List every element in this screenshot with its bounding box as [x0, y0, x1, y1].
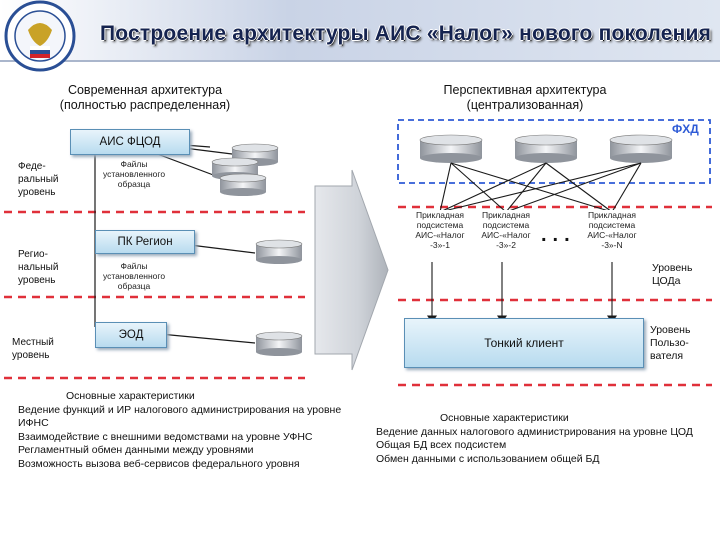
files-label-federal-line1: Файлы [120, 159, 148, 169]
level-federal-line3: уровень [18, 187, 56, 198]
box-eod: ЭОД [95, 322, 167, 348]
right-char-item-2: Общая БД всех подсистем [376, 439, 507, 451]
subsystem-1-line2: подсистема [416, 220, 464, 230]
page-title: Построение архитектуры АИС «Налог» новог… [100, 22, 712, 45]
db-cylinder-central-1 [419, 134, 483, 163]
db-cylinder-federal-3 [219, 173, 267, 196]
files-label-federal-line2: установленного [102, 169, 166, 179]
left-char-item-2: Взаимодействие с внешними ведомствами на… [18, 430, 313, 443]
level-cod-line2: ЦОДа [652, 275, 681, 287]
level-user-line3: вателя [650, 350, 684, 362]
db-cylinder-central-3 [609, 134, 673, 163]
subsystem-1-line4: -3»-1 [430, 240, 450, 250]
subsystem-ellipsis: ... [541, 224, 576, 246]
files-label-regional-line1: Файлы [120, 261, 148, 271]
level-cod-line1: Уровень [652, 262, 693, 274]
level-local-line2: уровень [12, 350, 50, 361]
fhd-label: ФХД [672, 122, 699, 136]
level-federal: Феде- ральный уровень [18, 160, 58, 199]
files-label-regional-line2: установленного [102, 271, 166, 281]
left-heading-line2: (полностью распределенная) [59, 98, 231, 112]
level-federal-line2: ральный [18, 174, 59, 185]
box-thin-client: Тонкий клиент [404, 318, 644, 368]
level-regional-line1: Регио- [18, 249, 48, 260]
left-char-heading: Основные характеристики [66, 390, 195, 402]
level-regional-line2: нальный [18, 262, 59, 273]
subsystem-n-line3: АИС-«Налог [587, 230, 637, 240]
right-char-item-1: Ведение данных налогового администрирова… [376, 425, 693, 438]
subsystem-n: Прикладная подсистема АИС-«Налог -3»-N [576, 210, 648, 250]
level-user-line2: Пользо- [650, 337, 689, 349]
right-heading-line1: Перспективная архитектура [443, 83, 607, 97]
subsystem-2-line4: -3»-2 [496, 240, 516, 250]
files-label-federal-line3: образца [117, 179, 151, 189]
level-user-line1: Уровень [650, 324, 691, 336]
db-cylinder-regional [255, 239, 303, 264]
right-char-item-3: Обмен данными с использованием общей БД [376, 452, 600, 465]
fhd-frame [397, 119, 711, 184]
subsystem-2: Прикладная подсистема АИС-«Налог -3»-2 [470, 210, 542, 250]
level-cod: Уровень ЦОДа [652, 262, 692, 288]
files-label-federal: Файлы установленного образца [88, 159, 180, 189]
fns-logo-icon [4, 0, 76, 72]
db-cylinder-central-2 [514, 134, 578, 163]
left-char-item-1: Ведение функций и ИР налогового админист… [18, 403, 342, 430]
right-characteristics: Основные характеристики Ведение данных н… [376, 412, 706, 466]
level-federal-line1: Феде- [18, 161, 46, 172]
level-local: Местный уровень [12, 336, 54, 362]
subsystem-2-line1: Прикладная [481, 210, 531, 220]
level-regional-line3: уровень [18, 275, 56, 286]
left-characteristics: Основные характеристики Ведение функций … [18, 390, 348, 471]
subsystem-n-line2: подсистема [588, 220, 636, 230]
subsystem-1: Прикладная подсистема АИС-«Налог -3»-1 [404, 210, 476, 250]
subsystem-n-line4: -3»-N [601, 240, 623, 250]
box-ais-fcod: АИС ФЦОД [70, 129, 190, 155]
level-local-line1: Местный [12, 337, 54, 348]
right-heading: Перспективная архитектура (централизован… [400, 83, 650, 113]
right-heading-line2: (централизованная) [466, 98, 584, 112]
left-char-item-3: Регламентный обмен данными между уровням… [18, 444, 254, 456]
right-char-heading: Основные характеристики [440, 412, 569, 424]
subsystem-n-line1: Прикладная [587, 210, 637, 220]
level-user: Уровень Пользо- вателя [650, 324, 690, 363]
subsystem-1-line3: АИС-«Налог [415, 230, 465, 240]
level-regional: Регио- нальный уровень [18, 248, 58, 287]
files-label-regional: Файлы установленного образца [88, 261, 180, 291]
left-heading-line1: Современная архитектура [67, 83, 223, 97]
header-band [0, 0, 720, 62]
transition-arrow [314, 169, 389, 371]
subsystem-1-line1: Прикладная [415, 210, 465, 220]
left-heading: Современная архитектура (полностью распр… [20, 83, 270, 113]
files-label-regional-line3: образца [117, 281, 151, 291]
subsystem-2-line3: АИС-«Налог [481, 230, 531, 240]
box-pk-region: ПК Регион [95, 230, 195, 254]
left-char-item-4: Возможность вызова веб-сервисов федераль… [18, 457, 300, 470]
subsystem-2-line2: подсистема [482, 220, 530, 230]
db-cylinder-local [255, 331, 303, 356]
